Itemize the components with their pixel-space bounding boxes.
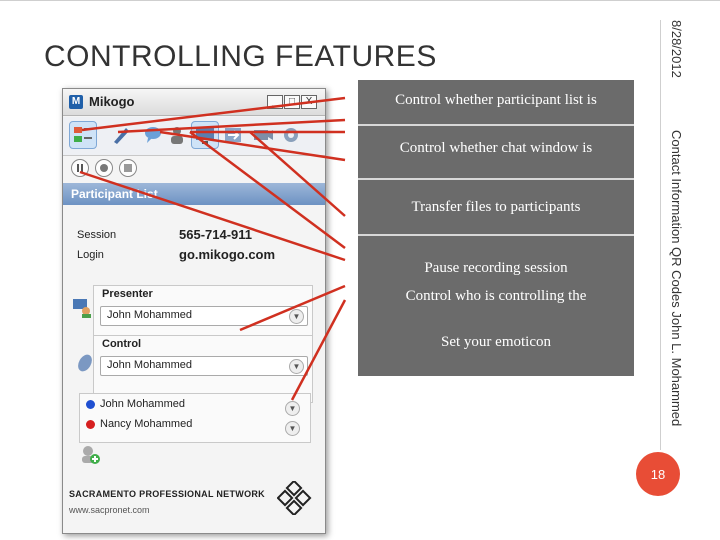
pointer-line-chat [159, 130, 346, 162]
presenter-icon [73, 299, 91, 318]
chevron-down-icon: ▼ [289, 359, 304, 374]
callout-divider [358, 178, 634, 180]
callout-emoticon: Set your emoticon [358, 320, 634, 374]
control-select[interactable]: John Mohammed ▼ [100, 356, 308, 376]
participant-name: John Mohammed [100, 398, 185, 410]
callout-chat-window: Control whether chat window is [358, 126, 634, 178]
app-name: Mikogo [89, 94, 135, 109]
mikogo-window: M Mikogo _ □ X [62, 88, 326, 534]
status-dot-icon [86, 399, 95, 409]
stop-icon [100, 164, 108, 172]
callout-text: Transfer files to participants [411, 199, 581, 215]
network-name: SACRAMENTO PROFESSIONAL NETWORK [69, 489, 265, 499]
mikogo-logo-icon: M [69, 95, 83, 109]
network-logo-icon [277, 481, 312, 515]
pointer-line-control [239, 284, 346, 332]
callout-text: Pause recording session [424, 260, 568, 276]
participant-row[interactable]: Nancy Mohammed ▼ [86, 418, 304, 438]
pointer-line-participant [290, 299, 347, 401]
page-number-badge: 18 [636, 452, 680, 496]
presenter-label: Presenter [102, 288, 153, 300]
callout-control: Control who is controlling the [358, 278, 634, 316]
login-label: Login [77, 249, 104, 261]
add-participant-icon[interactable] [79, 443, 101, 465]
session-toolbar [63, 157, 325, 179]
presenter-select[interactable]: John Mohammed ▼ [100, 306, 308, 326]
status-dot-icon [86, 419, 95, 429]
callout-pause-recording: Pause recording session [358, 236, 634, 278]
options-button[interactable] [119, 159, 137, 177]
callout-text: Control who is controlling the [405, 288, 587, 304]
slide-top-border [0, 0, 720, 1]
chevron-down-icon[interactable]: ▼ [285, 421, 300, 436]
options-icon [124, 164, 132, 172]
slide-title: CONTROLLING FEATURES [44, 40, 437, 73]
callout-participant-list: Control whether participant list is [358, 80, 634, 124]
presenter-value: John Mohammed [107, 309, 192, 321]
participants-box: John Mohammed ▼ Nancy Mohammed ▼ [79, 393, 311, 443]
callout-text: Control whether chat window is [399, 140, 593, 156]
pointer-line-pen [117, 118, 346, 134]
callout-panel: Control whether participant list is Cont… [358, 80, 634, 376]
control-group: Control John Mohammed ▼ [93, 335, 313, 403]
chevron-down-icon[interactable]: ▼ [285, 401, 300, 416]
callout-divider [358, 234, 634, 236]
pointer-line-pause [79, 170, 346, 262]
participant-list-button[interactable] [69, 121, 97, 149]
callout-text: Control whether participant list is [395, 92, 597, 108]
callout-text: Set your emoticon [441, 334, 551, 350]
pointer-line-transfer [249, 131, 346, 217]
pointer-line-participant-list [81, 96, 346, 132]
session-label: Session [77, 229, 117, 241]
control-value: John Mohammed [107, 359, 192, 371]
mouse-icon [78, 354, 92, 372]
callout-divider [358, 124, 634, 126]
pointer-line-people [189, 130, 346, 250]
pause-icon [77, 164, 83, 172]
slide-right-rule [660, 20, 661, 450]
stop-button[interactable] [95, 159, 113, 177]
control-label: Control [102, 338, 142, 350]
participant-name: Nancy Mohammed [100, 418, 193, 430]
participant-row[interactable]: John Mohammed ▼ [86, 398, 304, 418]
session-value: 565-714-911 [179, 227, 253, 242]
network-url: www.sacpronet.com [69, 505, 150, 515]
chevron-down-icon: ▼ [289, 309, 304, 324]
callout-transfer-files: Transfer files to participants [358, 180, 634, 234]
login-value: go.mikogo.com [179, 247, 276, 262]
window-title-bar: M Mikogo _ □ X [63, 89, 325, 116]
